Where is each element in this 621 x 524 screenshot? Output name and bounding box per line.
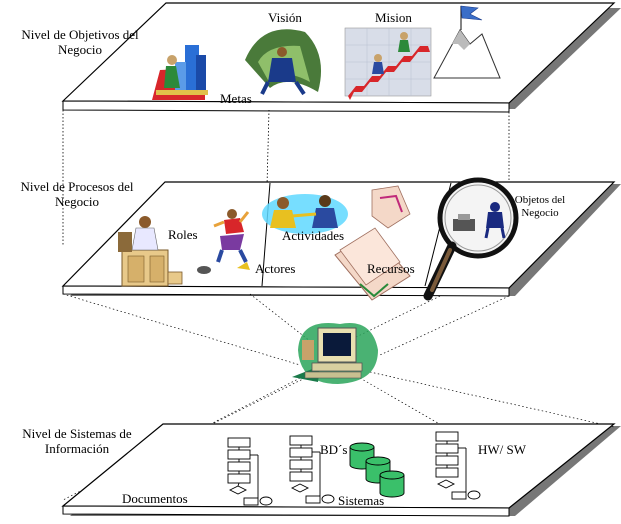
actors-clipart: [197, 209, 250, 274]
label-vision: Visión: [268, 10, 302, 25]
systems-plane-edge: [62, 505, 510, 517]
documents-flowchart-icon: [227, 437, 273, 506]
level-title-systems: Nivel de Sistemas de Información: [22, 426, 132, 456]
objectives-plane-edge: [62, 100, 510, 113]
summit-flag-clipart: [433, 5, 501, 79]
label-roles: Roles: [168, 227, 198, 242]
business-objects-magnifier: [423, 177, 519, 301]
label-bds: BD´s: [320, 442, 348, 457]
metas-clipart: [152, 45, 208, 100]
hw-sw-flowchart-icon: [435, 431, 481, 500]
processes-divider-1: [261, 182, 271, 287]
label-hw-sw: HW/ SW: [478, 442, 527, 457]
level-title-objectives: Nivel de Objetivos del Negocio: [21, 27, 139, 57]
label-sistemas: Sistemas: [338, 493, 385, 508]
activities-clipart: [262, 194, 348, 234]
systems-flowchart-icon: [289, 435, 335, 504]
label-actividades: Actividades: [282, 228, 345, 243]
resources-clipart: [334, 185, 411, 301]
label-objetos-del-negocio: Objetos del Negocio: [514, 194, 566, 219]
label-actores: Actores: [255, 261, 296, 276]
label-mision: Mision: [375, 10, 412, 25]
connector-center: [266, 109, 270, 187]
database-icon: [349, 442, 405, 498]
computer-clipart: [292, 323, 378, 384]
vision-clipart: [245, 29, 322, 96]
level-title-processes: Nivel de Procesos del Negocio: [20, 179, 134, 209]
label-documentos: Documentos: [122, 491, 188, 506]
label-metas: Metas: [220, 91, 252, 106]
mision-clipart: [344, 27, 432, 100]
roles-clipart: [118, 216, 183, 287]
label-recursos: Recursos: [367, 261, 415, 276]
processes-plane-edge: [62, 285, 510, 297]
